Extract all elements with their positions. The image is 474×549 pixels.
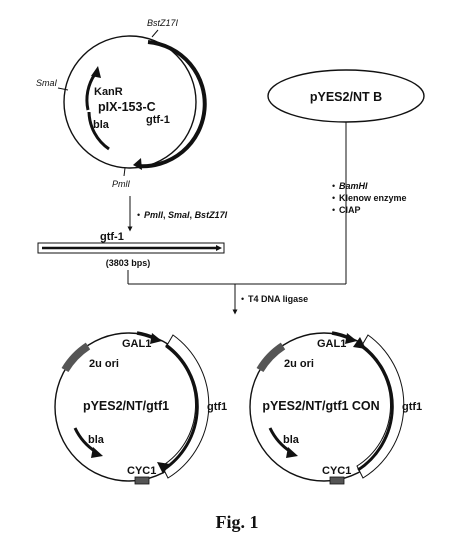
gtf1-arrowhead-left	[157, 462, 170, 474]
pml-site-tick	[123, 167, 126, 177]
enzyme-ciap: CIAP	[339, 205, 361, 215]
bst-site-tick	[151, 29, 159, 38]
enzyme-sma: SmaI	[168, 210, 190, 220]
bla-label: bla	[93, 119, 110, 131]
cyc1-label-right: CYC1	[322, 465, 351, 477]
gtf1-arc-right	[357, 343, 394, 472]
bla-arrowhead-left	[91, 447, 103, 458]
ori-label-right: 2u ori	[284, 358, 314, 370]
gal1-arrowhead-left	[150, 333, 162, 344]
svg-text:•: •	[332, 205, 335, 215]
insert-arrowhead	[216, 245, 222, 251]
enzyme-bst: BstZ17I	[195, 210, 228, 220]
gtf1-label-left: gtf1	[207, 401, 227, 413]
kanr-label: KanR	[94, 86, 123, 98]
gtf-1-arrowhead	[133, 158, 142, 170]
vector-pyes2-nt-b: pYES2/NT B	[267, 69, 425, 123]
site-pml-label: PmlI	[112, 179, 130, 189]
plasmid-pyes2-nt-gtf1: GAL1 2u ori pYES2/NT/gtf1 gtf1 bla CYC1	[54, 331, 227, 485]
cyc1-label-left: CYC1	[127, 465, 156, 477]
kanr-arrowhead	[91, 66, 101, 78]
ori-label-left: 2u ori	[89, 358, 119, 370]
bla-label-right: bla	[283, 434, 300, 446]
enzymes-left: • PmlI, SmaI, BstZ17I	[137, 210, 228, 220]
vector-name: pYES2/NT B	[310, 90, 382, 104]
bla-label-left: bla	[88, 434, 105, 446]
plasmid-pix-153-c: BstZ17I SmaI PmlI KanR pIX-153-C gtf-1 b…	[36, 18, 207, 189]
gal1-label-left: GAL1	[122, 338, 151, 350]
gal1-label-right: GAL1	[317, 338, 346, 350]
plasmid-pyes2-nt-gtf1-con: GAL1 2u ori pYES2/NT/gtf1 CON gtf1 bla C…	[249, 331, 422, 485]
svg-text:•: •	[332, 181, 335, 191]
svg-text:PmlI, SmaI, BstZ17I: PmlI, SmaI, BstZ17I	[144, 210, 228, 220]
insert-fragment: gtf-1 (3803 bps)	[37, 231, 225, 268]
insert-size: (3803 bps)	[106, 258, 151, 268]
bla-arrowhead-right	[286, 447, 298, 458]
gtf1-label-right: gtf1	[402, 401, 422, 413]
enzyme-pml: PmlI	[144, 210, 164, 220]
ligation-label: T4 DNA ligase	[248, 294, 308, 304]
ori-block-left	[61, 342, 91, 373]
bla-arc	[87, 111, 110, 151]
plasmid-right-name: pYES2/NT/gtf1 CON	[262, 399, 379, 413]
enzymes-right: • BamHI • Klenow enzyme • CIAP	[332, 181, 407, 215]
cyc1-block-right	[329, 476, 345, 485]
site-bst-label: BstZ17I	[147, 18, 179, 28]
plasmid-left-name: pYES2/NT/gtf1	[83, 399, 169, 413]
enzyme-bam: BamHI	[339, 181, 368, 191]
gtf1-arc-left	[162, 343, 199, 472]
insert-label: gtf-1	[100, 231, 124, 243]
gtf1-arrowhead-right	[353, 337, 366, 349]
ori-block-right	[256, 342, 286, 373]
gtf-1-label: gtf-1	[146, 114, 170, 126]
bullet-dot: •	[137, 210, 140, 220]
cyc1-block-left	[134, 476, 150, 485]
site-sma-label: SmaI	[36, 78, 58, 88]
sma-site-tick	[57, 87, 69, 91]
gal1-arrowhead-right	[345, 333, 357, 344]
plasmid-top-name: pIX-153-C	[98, 100, 156, 114]
figure-caption: Fig. 1	[216, 512, 259, 532]
svg-text:•: •	[332, 193, 335, 203]
svg-text:•: •	[241, 294, 244, 304]
enzyme-klenow: Klenow enzyme	[339, 193, 407, 203]
plasmid-pix-ring	[63, 35, 197, 169]
gtf-1-arc	[136, 40, 207, 169]
